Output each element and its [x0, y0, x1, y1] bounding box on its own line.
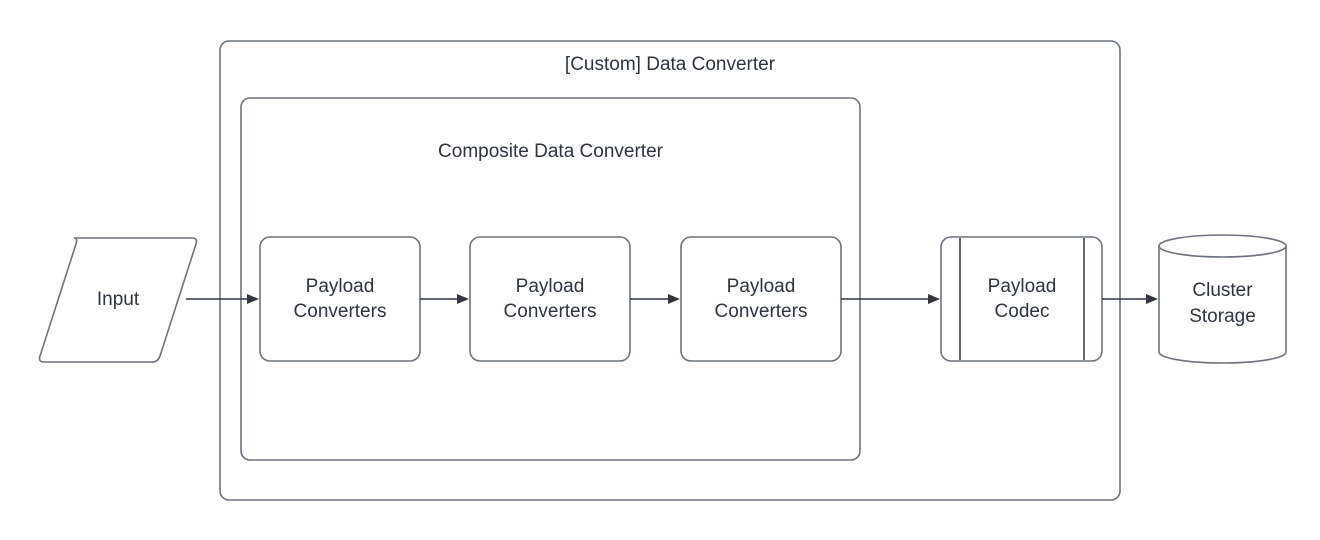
- connector-input-to-converter-1: [186, 294, 259, 304]
- node-input-shape[interactable]: [38, 237, 198, 363]
- node-input-label: Input: [96, 289, 140, 311]
- container-custom-data-converter-label: [Custom] Data Converter: [564, 54, 776, 75]
- node-cluster-storage-label: Cluster Storage: [1189, 280, 1256, 327]
- node-cluster-storage-shape[interactable]: [1158, 245, 1287, 364]
- connector-converter-1-to-converter-2: [420, 294, 469, 304]
- container-custom-data-converter[interactable]: [219, 40, 1121, 501]
- connector-codec-to-storage: [1102, 294, 1158, 304]
- cluster-storage-top-ellipse: [1158, 234, 1287, 258]
- node-payload-converters-3-label: Payload Converters: [714, 275, 808, 322]
- node-payload-converters-1-label: Payload Converters: [293, 275, 387, 322]
- node-payload-converters-2-label: Payload Converters: [503, 275, 597, 322]
- container-composite-data-converter[interactable]: [240, 97, 861, 461]
- container-composite-data-converter-label: Composite Data Converter: [438, 141, 663, 162]
- connector-converter-2-to-converter-3: [630, 294, 680, 304]
- connector-converter-3-to-codec: [841, 294, 940, 304]
- node-payload-codec-label: Payload Codec: [987, 275, 1057, 322]
